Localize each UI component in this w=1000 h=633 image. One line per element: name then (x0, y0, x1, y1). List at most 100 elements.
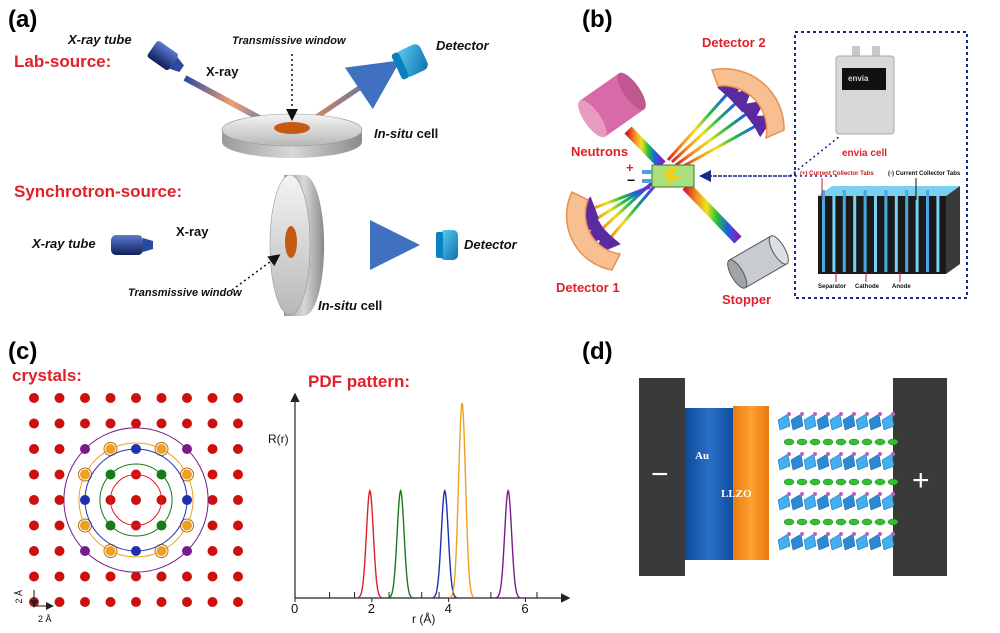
zr-octahedron (829, 413, 843, 431)
shell-circle (84, 448, 188, 552)
li-atom (861, 478, 873, 486)
zr-octahedron (842, 453, 856, 471)
zr-octahedron (816, 533, 830, 551)
zr-octahedron (803, 533, 817, 551)
lattice-atom (233, 444, 243, 454)
detector-1-icon (565, 190, 622, 271)
lattice-atom (131, 495, 141, 505)
pdf-axes (290, 392, 571, 603)
oxygen-atom (852, 412, 856, 416)
pdf-x-tick-label: 0 (291, 601, 299, 616)
xray-tube-label-2: X-ray tube (32, 236, 96, 251)
stack-labels-lines (821, 178, 917, 282)
li-atom (796, 438, 808, 446)
electrode-sheet (832, 190, 836, 272)
cathode-electrode (893, 378, 947, 576)
li-atom (887, 518, 899, 526)
oxygen-atom (813, 452, 817, 456)
lattice-atom (156, 393, 167, 403)
lattice-atom (182, 418, 192, 429)
pdf-peak (432, 488, 458, 599)
pdf-peak (387, 488, 413, 599)
oxygen-atom (787, 532, 791, 536)
lattice-atom (105, 393, 116, 403)
zr-octahedron (803, 493, 817, 511)
lattice-atom (80, 571, 90, 582)
pdf-peak (357, 488, 383, 599)
zr-octahedron (777, 533, 791, 551)
zr-octahedron (855, 453, 869, 471)
anode-label: Anode (892, 284, 911, 290)
electrode-sheet (905, 190, 909, 272)
insitu-cell-lab (221, 113, 363, 158)
electrode-sheet (926, 190, 929, 272)
lattice-atom (182, 393, 192, 403)
lattice-atom (29, 469, 39, 480)
llzo-layer (733, 406, 769, 560)
lattice-atom (233, 495, 243, 505)
zr-octahedron (829, 453, 843, 471)
oxygen-atom (813, 492, 817, 496)
lattice-atom (105, 418, 116, 429)
xray-tube-lab-icon (147, 41, 184, 73)
zr-octahedron (803, 453, 817, 471)
oxygen-atom (839, 532, 843, 536)
lattice-atom (207, 393, 218, 403)
insitu-cell-label-1: In-situ cell (374, 126, 439, 141)
li-atom (809, 478, 821, 486)
oxygen-atom (787, 452, 791, 456)
li-atom (874, 478, 886, 486)
crystals-title: crystals: (12, 366, 82, 385)
electrode-sheet (874, 190, 877, 272)
panel-c-label: (c) (8, 338, 38, 365)
lattice-atom (80, 393, 90, 403)
oxygen-atom (865, 492, 869, 496)
oxygen-atom (878, 452, 882, 456)
oxygen-atom (865, 412, 869, 416)
lattice-atom (207, 520, 218, 531)
oxygen-atom (852, 492, 856, 496)
zr-octahedron (868, 453, 882, 471)
li-atom (796, 518, 808, 526)
shell-circle (110, 474, 162, 526)
anode-electrode (639, 378, 685, 576)
zr-octahedron (868, 413, 882, 431)
lattice-atom (29, 495, 39, 505)
oxygen-atom (826, 492, 830, 496)
oxygen-atom (865, 532, 869, 536)
oxygen-atom (891, 492, 895, 496)
coordination-shells (63, 427, 209, 573)
li-atom (783, 438, 795, 446)
detector-label-1: Detector (436, 38, 489, 53)
electrode-sheet (842, 190, 846, 272)
electrode-sheet (936, 190, 940, 272)
li-atom (835, 438, 847, 446)
oxygen-atom (826, 532, 830, 536)
panel-b-label: (b) (582, 6, 613, 33)
llzo-label: LLZO (721, 488, 752, 500)
xray-tube-label-1: X-ray tube (68, 32, 132, 47)
detector-1-label: Detector 1 (556, 280, 620, 295)
lattice-atom (54, 418, 65, 429)
li-atom (874, 438, 886, 446)
li-atom (809, 438, 821, 446)
li-atom (861, 438, 873, 446)
electrode-sheet (894, 190, 898, 272)
li-atom (835, 518, 847, 526)
lattice-atom (207, 469, 218, 480)
lattice-atom (105, 597, 116, 607)
lattice-atom (182, 597, 192, 607)
negative-terminal-sign: − (651, 458, 669, 491)
detector-2-icon (710, 68, 785, 140)
zr-octahedron (855, 533, 869, 551)
cathode-label: Cathode (855, 284, 879, 290)
lattice-atom (233, 520, 243, 531)
zr-octahedron (855, 413, 869, 431)
zr-octahedron (829, 493, 843, 511)
lattice-atom (156, 418, 167, 429)
zr-octahedron (829, 533, 843, 551)
lattice-atom (54, 469, 65, 480)
battery-minus-sign: − (627, 172, 636, 188)
lattice-atom (29, 418, 39, 429)
